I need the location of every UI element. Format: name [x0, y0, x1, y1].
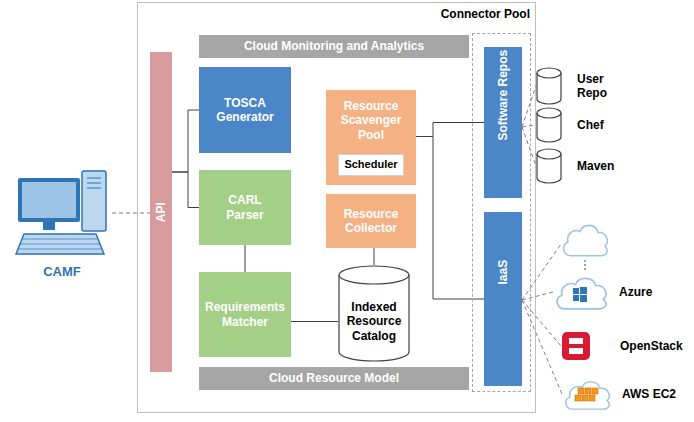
cloud-provider: OpenStack: [561, 331, 689, 361]
monitor-screen: [22, 182, 76, 218]
connector-line: [416, 123, 484, 137]
node-label: AWS EC2: [622, 387, 676, 401]
dashed-connector: [522, 125, 536, 127]
computer-tower: [82, 171, 106, 231]
icon: [12, 168, 112, 258]
tower-slot: [87, 178, 101, 179]
service-band: Cloud Monitoring and Analytics: [199, 35, 469, 58]
icon: [561, 331, 591, 361]
repository-cylinder: User Repo: [536, 67, 656, 105]
aws-cube: [578, 388, 584, 394]
openstack-logo-bar: [569, 344, 583, 348]
ellipsis-dot: [584, 260, 586, 262]
dashed-connector: [112, 213, 150, 214]
cylinder-top: [339, 266, 409, 284]
cloud-icon: [557, 278, 606, 308]
outer-frame: [138, 3, 536, 413]
cylinder-top: [537, 108, 561, 118]
keyboard-row: [22, 239, 98, 240]
connector-band: Software Repos: [484, 47, 522, 198]
icon: [553, 273, 609, 311]
dashed-connector: [522, 300, 561, 346]
node-label: IaaS: [496, 260, 510, 285]
node-label: Azure: [619, 285, 652, 299]
node-label: API: [154, 202, 168, 222]
repository-cylinder: Maven: [536, 148, 656, 184]
aws-cube: [589, 395, 595, 401]
connector-line: [245, 245, 246, 272]
dashed-connector: [522, 292, 553, 300]
dashed-connector: [522, 86, 536, 127]
process-box: TOSCA Generator: [199, 67, 291, 153]
client-computer: CAMF: [12, 168, 112, 280]
cylinder-body: [339, 275, 409, 361]
tower-slot: [87, 183, 101, 184]
connector-group: Connector PoolSoftware ReposIaaS: [472, 33, 531, 392]
dashed-connector: [522, 127, 536, 166]
database-cylinder: Indexed Resource Catalog: [338, 265, 410, 362]
process-box: Resource Collector: [326, 194, 416, 248]
node-label: Resource Scavenger Pool: [336, 99, 406, 142]
dashed-link: [522, 244, 561, 300]
openstack-logo: [562, 332, 590, 360]
node-label: Cloud Monitoring and Analytics: [244, 39, 424, 53]
node-label: CAMF: [43, 264, 81, 280]
node-label: Indexed Resource Catalog: [338, 300, 410, 343]
cloud-provider: AWS EC2: [562, 377, 687, 411]
connector-line: [172, 110, 199, 172]
cloud-provider: Azure: [553, 273, 678, 311]
icon: [536, 107, 562, 143]
connector-line: [291, 321, 338, 322]
icon: [536, 148, 562, 184]
cylinder-top: [537, 149, 561, 159]
openstack-logo-inner: [569, 338, 583, 354]
keyboard-row: [20, 244, 100, 245]
aws-cube: [592, 388, 598, 394]
aws-cube: [582, 395, 588, 401]
repository-cylinder: Chef: [536, 107, 656, 143]
node-label: User Repo: [577, 72, 617, 101]
aws-cube: [575, 395, 581, 401]
node-label: Maven: [577, 159, 614, 173]
windows-logo-pane: [573, 288, 579, 294]
keyboard: [16, 234, 104, 254]
icon: [562, 377, 612, 411]
node-label: Chef: [577, 118, 604, 132]
monitor-stand: [43, 222, 55, 230]
cloud-icon: [566, 382, 610, 409]
cylinder-top: [537, 68, 561, 78]
node-label: CARL Parser: [217, 193, 273, 222]
process-box: Requirements Matcher: [199, 272, 291, 357]
tower-slot: [87, 188, 101, 189]
ellipsis-dot: [584, 268, 586, 270]
node-label: Requirements Matcher: [204, 300, 286, 329]
connector-band: IaaS: [484, 212, 522, 386]
keyboard-row: [18, 249, 102, 250]
cloud-icon: [564, 225, 608, 255]
sub-box: Scheduler: [338, 154, 404, 176]
node-label: Cloud Resource Model: [269, 371, 399, 385]
node-label: Scheduler: [344, 158, 397, 171]
monitor-frame: [18, 178, 80, 222]
process-box: CARL Parser: [199, 170, 291, 245]
connector-line: [416, 137, 484, 300]
icon: [536, 67, 562, 105]
connector-line: [374, 248, 375, 265]
node-label: Resource Collector: [331, 207, 411, 236]
ellipsis-dot: [584, 264, 586, 266]
dashed-connector: [522, 300, 562, 394]
windows-logo-pane: [580, 295, 587, 302]
windows-logo-pane: [580, 287, 587, 294]
node-label: Connector Pool: [441, 7, 530, 21]
node-label: OpenStack: [620, 339, 683, 353]
windows-logo-pane: [573, 295, 579, 301]
service-band: Cloud Resource Model: [199, 367, 469, 390]
api-band: API: [150, 52, 172, 372]
node-label: Software Repos: [496, 50, 510, 141]
aws-cube: [585, 388, 591, 394]
node-label: TOSCA Generator: [204, 96, 286, 125]
connector-line: [172, 172, 199, 208]
process-box: Resource Scavenger PoolScheduler: [326, 90, 416, 185]
